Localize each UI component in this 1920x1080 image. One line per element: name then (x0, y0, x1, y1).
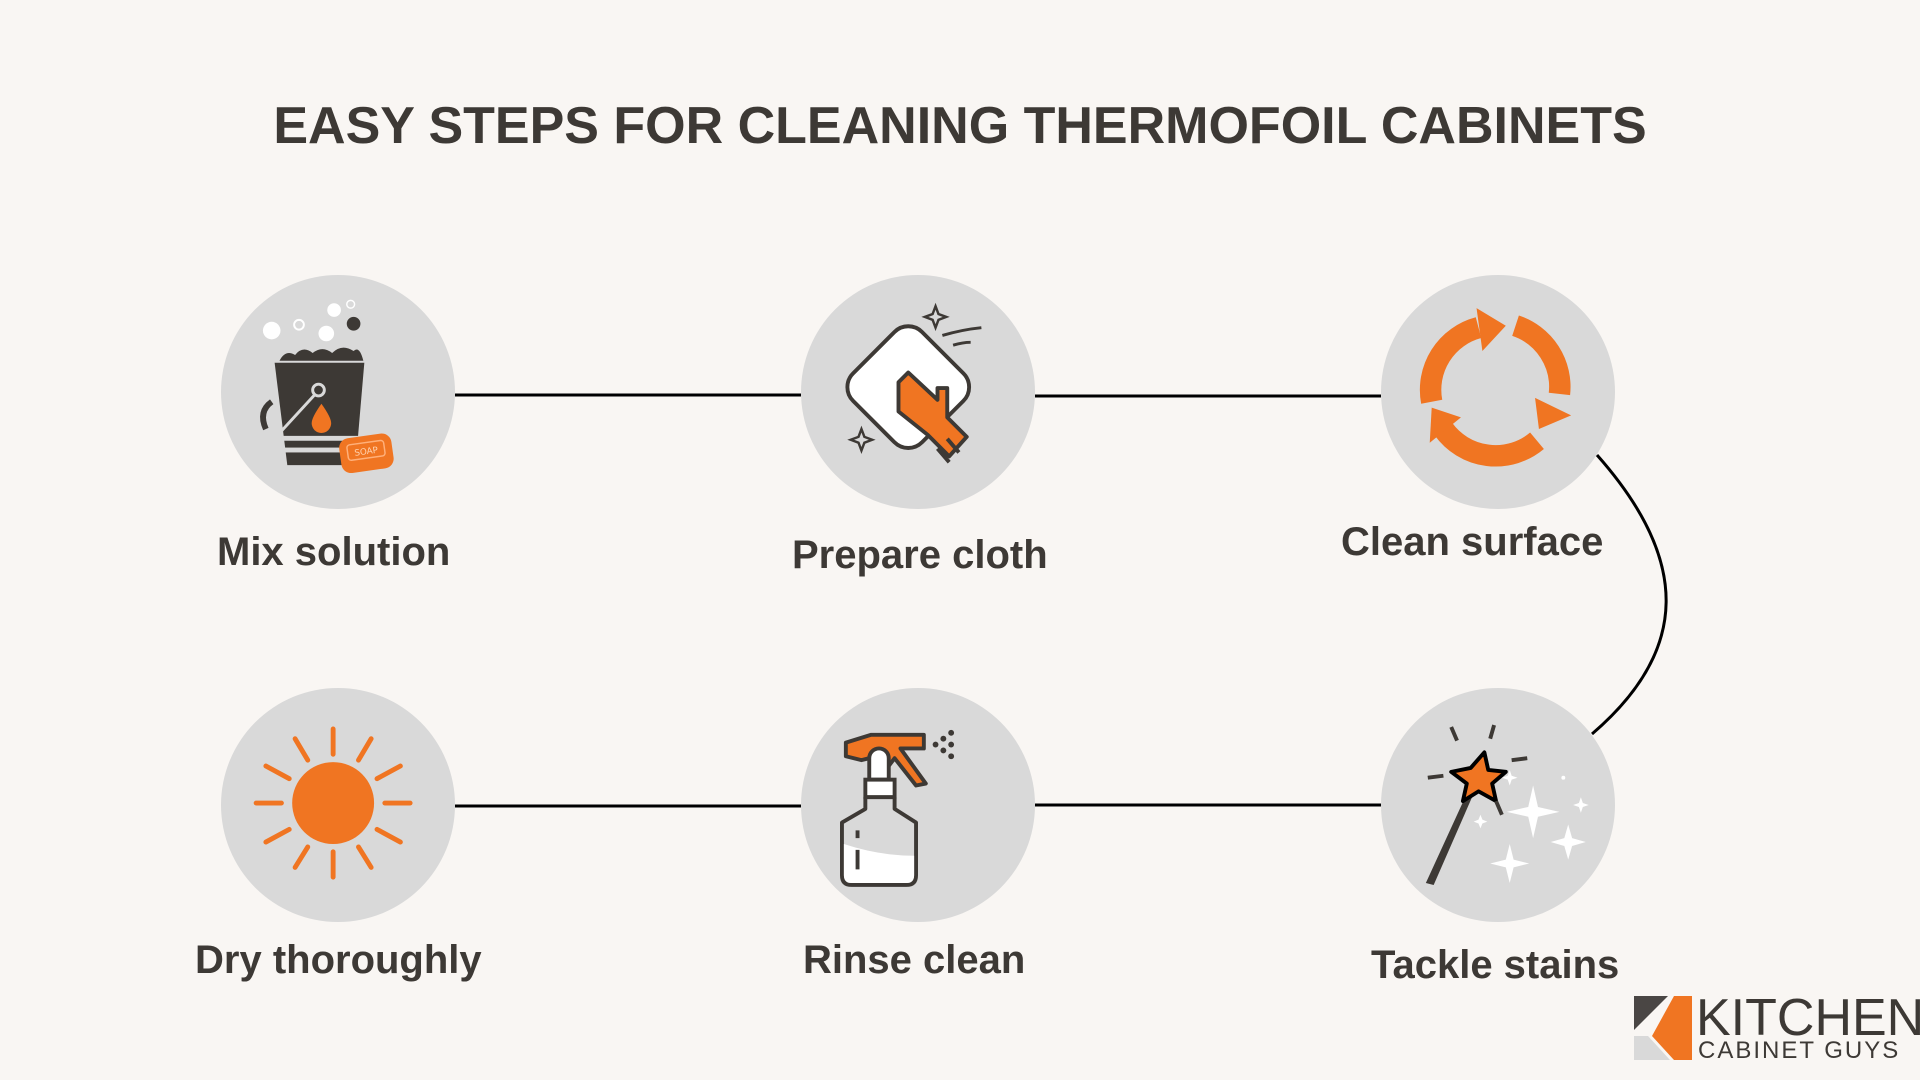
step-label: Prepare cloth (792, 533, 1048, 577)
step-label: Tackle stains (1371, 943, 1620, 987)
step-label: Rinse clean (803, 938, 1026, 982)
step-label: Mix solution (217, 530, 451, 574)
step-circle (801, 275, 1035, 509)
step-circle (1381, 688, 1615, 922)
magic-wand-icon (1425, 724, 1589, 885)
step-circle (221, 688, 455, 922)
glove-cloth-icon (845, 302, 982, 464)
cycle-arrows-icon (1419, 308, 1572, 467)
sun-icon (253, 726, 413, 880)
logo-k-mark-icon (1634, 996, 1692, 1060)
step-tackle-stains: Tackle stains (1371, 688, 1619, 987)
step-clean-surface: Clean surface (1341, 275, 1615, 564)
logo-text-cabinet-guys: CABINET GUYS (1698, 1037, 1901, 1064)
step-circle: SOAP (221, 275, 455, 509)
connector-3-4 (1591, 454, 1668, 736)
page-title: EASY STEPS FOR CLEANING THERMOFOIL CABIN… (273, 97, 1647, 155)
step-mix-solution: SOAP Mix solution (217, 275, 455, 574)
logo-text-kitchen: KITCHEN (1696, 989, 1920, 1047)
step-dry-thoroughly: Dry thoroughly (195, 688, 482, 982)
bucket-soap-icon: SOAP (260, 299, 394, 474)
step-rinse-clean: Rinse clean (801, 688, 1035, 982)
spray-bottle-icon (840, 729, 955, 887)
step-circle (801, 688, 1035, 922)
step-label: Dry thoroughly (195, 938, 482, 982)
step-label: Clean surface (1341, 520, 1604, 564)
step-circle (1381, 275, 1615, 509)
kitchen-cabinet-guys-logo: KITCHEN CABINET GUYS (1634, 990, 1920, 1064)
step-prepare-cloth: Prepare cloth (792, 275, 1048, 577)
svg-text:SOAP: SOAP (354, 446, 379, 459)
